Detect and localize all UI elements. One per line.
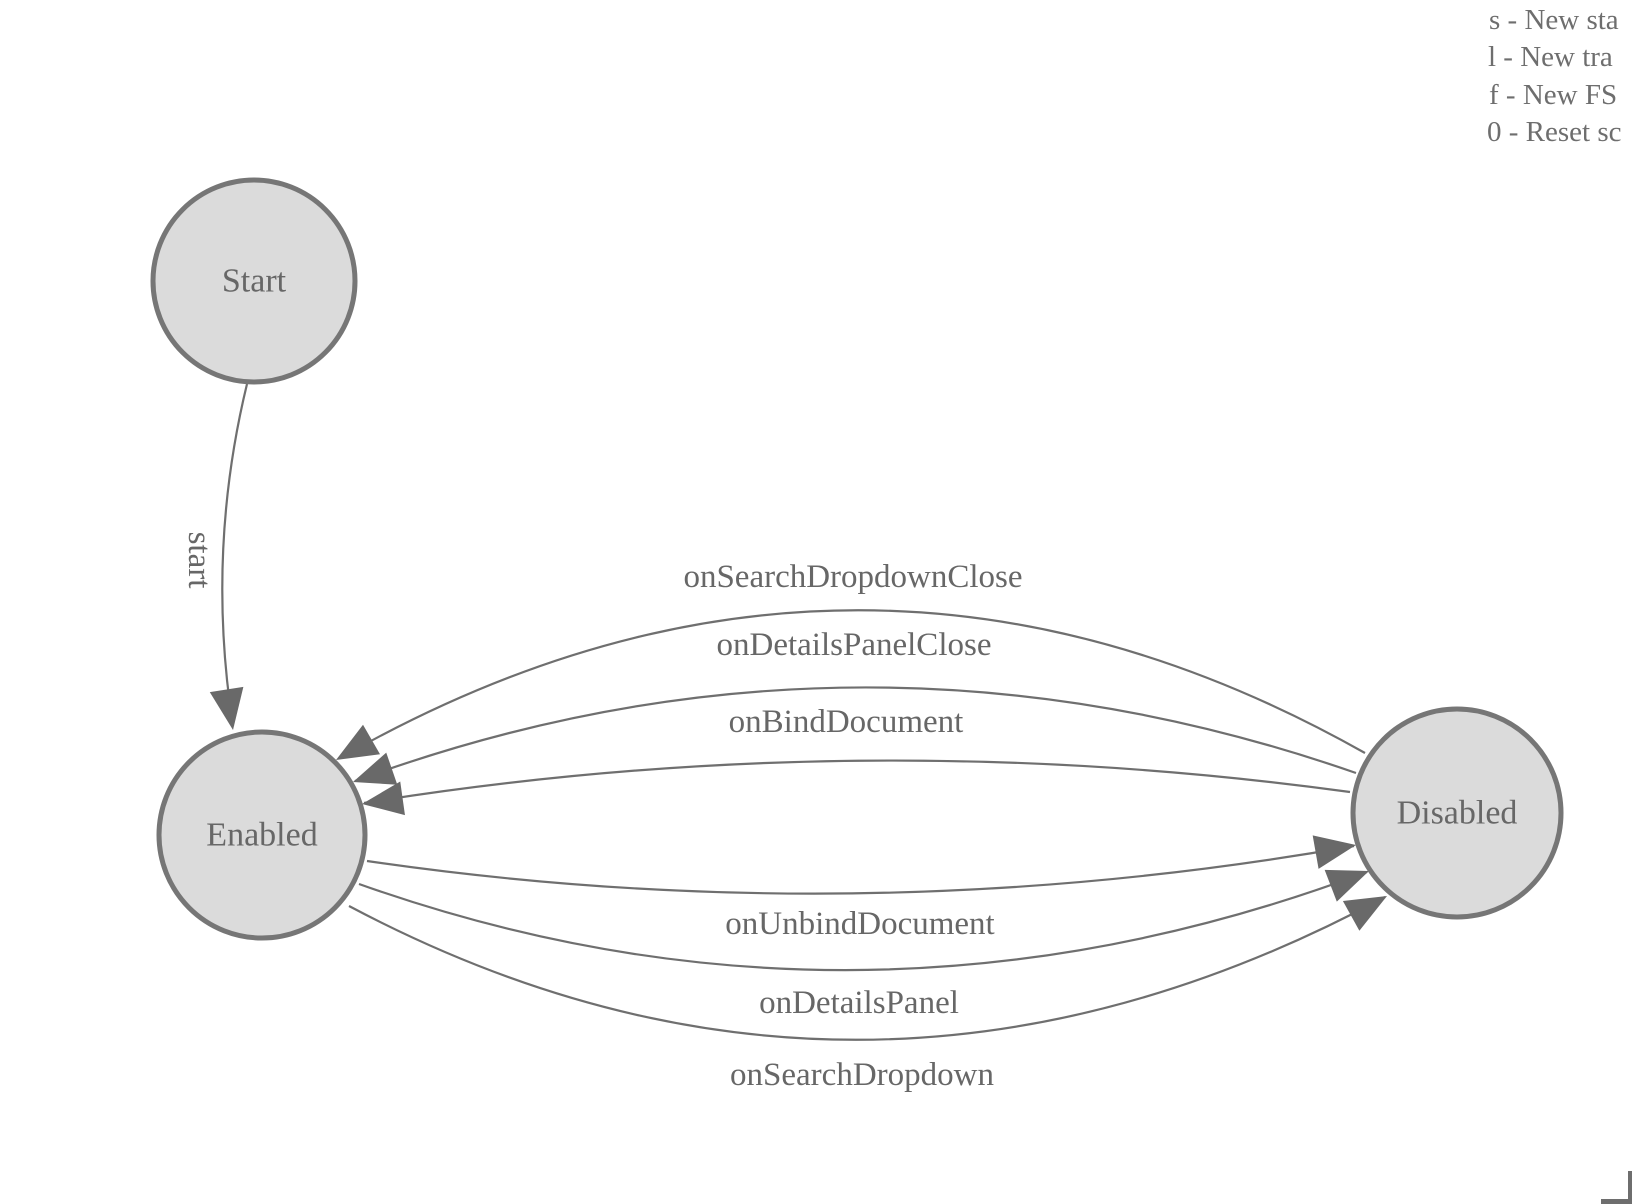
state-enabled-label: Enabled [206,817,317,854]
edge-on-details-panel-close-arrowhead [353,752,398,785]
edge-on-details-panel-close-path [354,686,1357,783]
edge-on-unbind-document-label: onUnbindDocument [725,906,994,942]
edge-on-search-dropdown-close-path [339,609,1366,759]
edge-on-unbind-document-arrowhead [1312,835,1356,869]
state-start[interactable]: Start [150,177,358,385]
edge-on-details-panel-close[interactable]: onDetailsPanelClose [347,627,1357,798]
edge-on-search-dropdown-close[interactable]: onSearchDropdownClose [328,559,1366,775]
edge-on-search-dropdown-close-arrowhead [336,724,381,760]
edge-on-details-panel-label: onDetailsPanel [759,985,959,1021]
state-enabled[interactable]: Enabled [156,729,368,941]
legend-item-l: l - New tra [1488,41,1613,73]
edge-on-bind-document-path [363,759,1351,805]
state-enabled-circle [156,729,368,941]
edge-on-bind-document[interactable]: onBindDocument [360,704,1351,821]
canvas-corner-bracket [1601,1171,1632,1204]
edge-start-label: start [181,532,217,589]
state-disabled-label: Disabled [1397,795,1518,832]
corner-bracket-horizontal-bar [1601,1199,1632,1204]
edge-on-bind-document-label: onBindDocument [729,704,964,740]
edge-on-search-dropdown-arrowhead [1342,896,1387,931]
edge-on-details-panel[interactable]: onDetailsPanel [358,855,1375,1021]
edge-on-search-dropdown-path [348,896,1386,1041]
edge-on-details-panel-arrowhead [1324,869,1369,902]
corner-bracket-vertical-bar [1628,1171,1632,1204]
edge-start[interactable]: start [181,383,250,733]
edge-start-path [221,383,249,727]
state-disabled[interactable]: Disabled [1350,706,1564,920]
edge-start-arrowhead [209,686,244,730]
edge-on-search-dropdown[interactable]: onSearchDropdown [348,881,1395,1093]
edge-on-bind-document-arrowhead [362,781,405,816]
state-disabled-circle [1350,706,1564,920]
state-start-circle [150,177,358,385]
legend-item-s: s - New sta [1489,4,1619,36]
legend-item-0: 0 - Reset sc [1487,116,1622,148]
legend-item-f: f - New FS [1489,79,1617,111]
edge-on-unbind-document-path [366,844,1355,895]
edge-on-details-panel-close-label: onDetailsPanelClose [717,627,992,663]
state-start-label: Start [222,263,287,300]
shortcut-legend: s - New sta l - New tra f - New FS 0 - R… [1487,4,1622,148]
edge-on-search-dropdown-close-label: onSearchDropdownClose [683,559,1022,595]
edge-on-details-panel-path [358,870,1368,972]
edge-on-unbind-document[interactable]: onUnbindDocument [366,828,1359,942]
edge-on-search-dropdown-label: onSearchDropdown [730,1057,994,1093]
